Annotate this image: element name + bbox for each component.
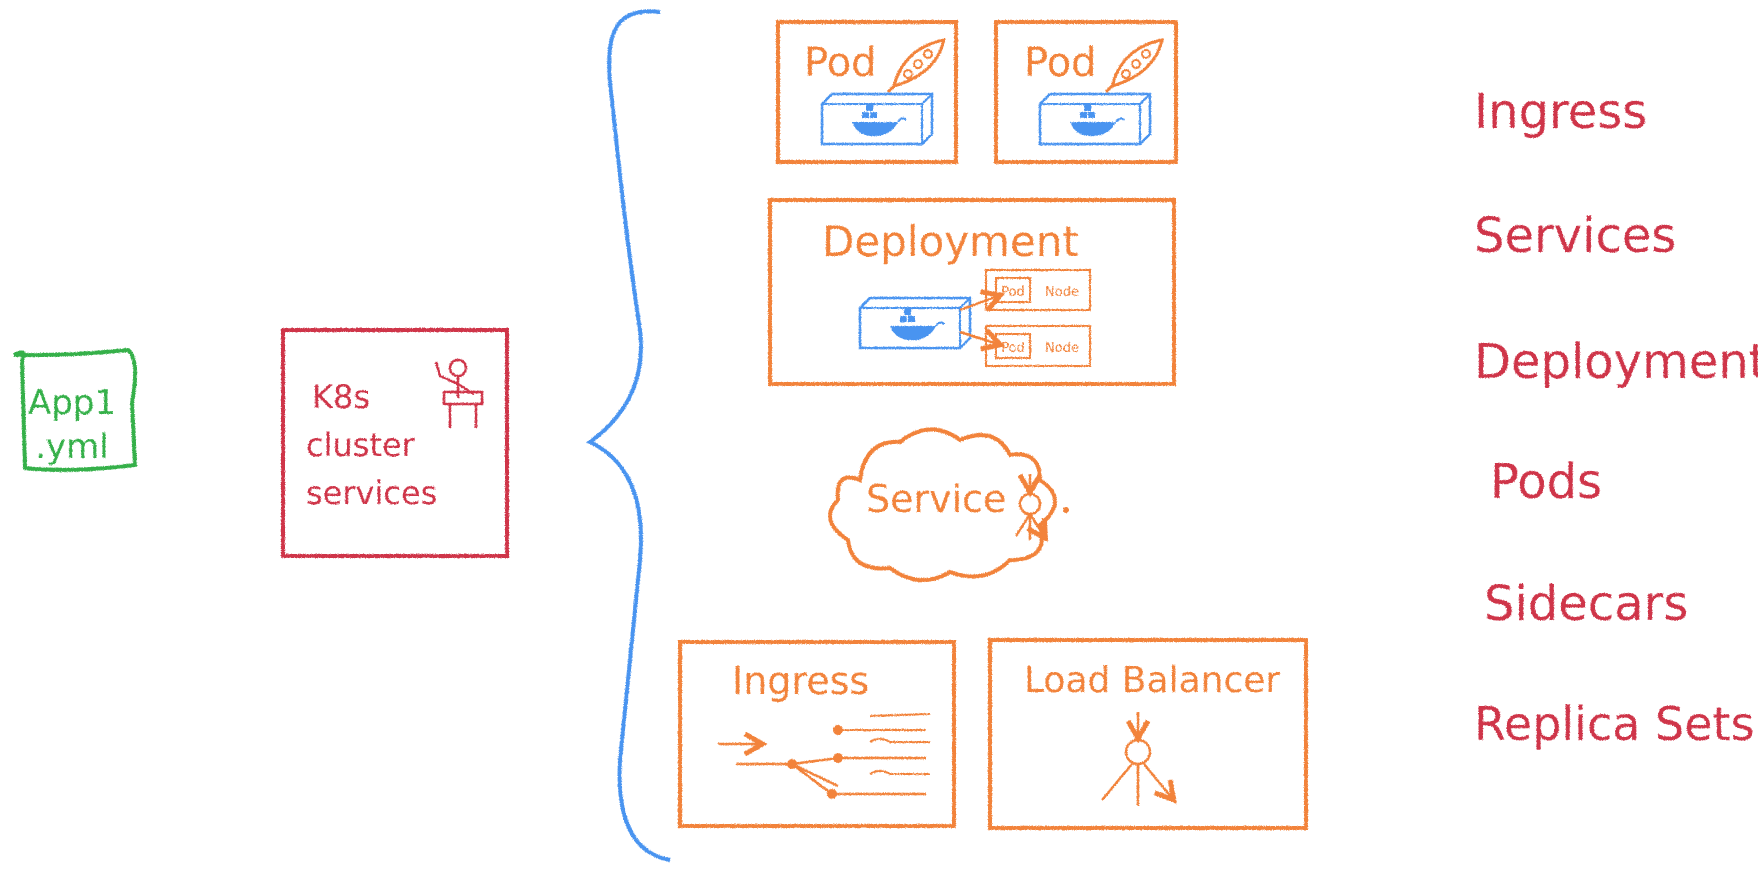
cluster-node: K8s cluster services	[281, 328, 509, 558]
presenter-icon	[434, 358, 484, 428]
pod-card-2: Pod	[994, 20, 1178, 164]
pod-card-1: Pod	[776, 20, 958, 164]
deployment-node-label: Node	[1045, 341, 1079, 356]
pod-card-1-label: Pod	[804, 40, 877, 86]
deployment-node-1: Pod Node	[985, 269, 1091, 311]
network-fan-out-icon	[1014, 474, 1069, 540]
deployment-arrow-1	[959, 296, 998, 310]
deployment-arrow-2	[959, 332, 998, 344]
service-cloud: Service	[828, 427, 1069, 583]
curly-brace	[586, 9, 671, 862]
deployment-pod-label: Pod	[1001, 285, 1025, 300]
app-file-node: App1 .yml	[13, 347, 138, 472]
pea-pod-icon	[886, 38, 946, 94]
ingress-label: Ingress	[732, 659, 869, 703]
concept-list: Ingress Services Deployments Pods Sideca…	[1474, 84, 1758, 751]
deployment-card: Deployment Pod Node Pod Node	[768, 198, 1176, 386]
concept-ingress: Ingress	[1474, 84, 1647, 140]
pod-card-2-label: Pod	[1024, 40, 1097, 86]
cluster-label-line2: cluster	[306, 426, 416, 464]
cluster-label-line1: K8s	[312, 378, 370, 416]
deployment-node-2: Pod Node	[985, 325, 1091, 367]
service-label: Service	[866, 477, 1006, 521]
deployment-pod-label: Pod	[1001, 341, 1025, 356]
concept-deployments: Deployments	[1474, 334, 1758, 390]
concept-pods: Pods	[1490, 454, 1602, 510]
docker-container-icon	[858, 296, 972, 350]
app-file-label-line1: App1	[28, 383, 116, 423]
load-balancer-icon	[1101, 712, 1172, 806]
concept-services: Services	[1474, 208, 1676, 264]
concept-replica-sets: Replica Sets	[1474, 697, 1755, 751]
concept-sidecars: Sidecars	[1484, 576, 1688, 632]
app-file-label-line2: .yml	[35, 427, 109, 467]
ingress-card: Ingress	[678, 640, 956, 828]
docker-container-icon	[1038, 92, 1152, 146]
load-balancer-card: Load Balancer	[988, 638, 1308, 830]
deployment-node-label: Node	[1045, 285, 1079, 300]
deployment-label: Deployment	[822, 217, 1079, 266]
pea-pod-icon	[1104, 38, 1164, 94]
docker-container-icon	[820, 92, 934, 146]
load-balancer-label: Load Balancer	[1024, 660, 1280, 701]
cluster-label-line3: services	[306, 474, 437, 512]
ingress-routing-icon	[718, 713, 931, 799]
